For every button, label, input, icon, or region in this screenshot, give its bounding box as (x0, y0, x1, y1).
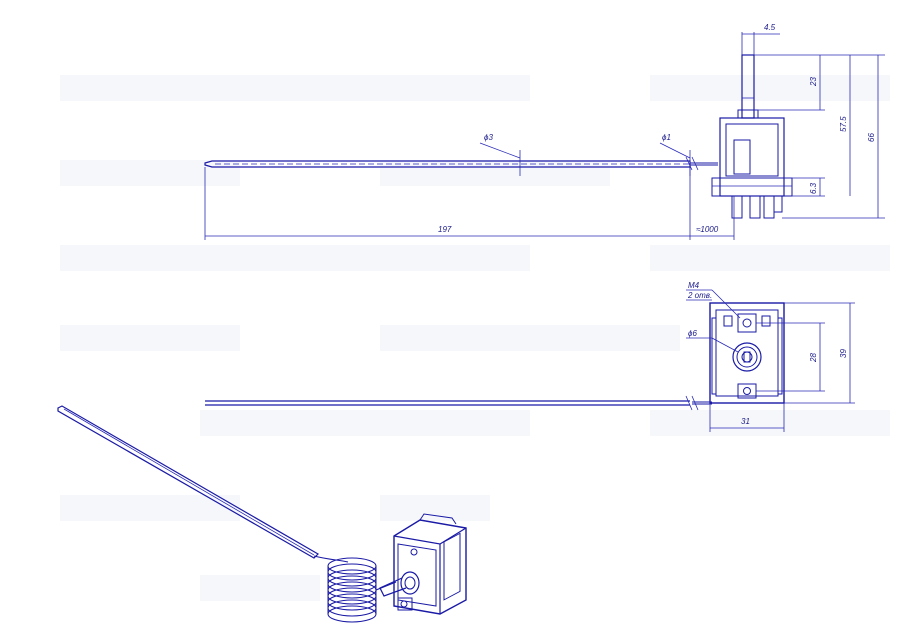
front-dimensions (686, 289, 855, 432)
capillary-coil (327, 557, 397, 623)
dim-holes: 2 отв. (687, 291, 712, 300)
dim-body-height: 57.5 (839, 116, 848, 132)
side-dimensions (204, 32, 885, 240)
dim-bulb-length: 197 (438, 225, 452, 234)
dim-front-height: 39 (839, 349, 848, 358)
dim-capillary-diameter: ϕ1 (662, 133, 671, 142)
side-dimension-labels: 4.5 23 57.5 66 6.3 ϕ3 ϕ1 197 ≈1000 (438, 23, 876, 234)
dim-shaft-height: 23 (809, 77, 818, 87)
dim-front-width: 31 (741, 417, 750, 426)
isometric-view (57, 405, 467, 623)
dim-mount-spacing: 28 (809, 353, 818, 363)
dim-shaft-diameter: ϕ6 (688, 329, 697, 338)
dim-terminal-height: 6.3 (809, 182, 818, 194)
dim-total-height: 66 (867, 133, 876, 142)
iso-body (379, 513, 467, 615)
dim-shaft-width: 4.5 (764, 23, 776, 32)
front-view (205, 302, 785, 411)
dim-bulb-diameter: ϕ3 (484, 133, 493, 142)
watermark-layer (60, 75, 890, 601)
side-view (204, 54, 793, 219)
dim-capillary-length: ≈1000 (696, 225, 719, 234)
front-dimension-labels: M4 2 отв. ϕ6 28 39 31 (687, 281, 848, 426)
dim-thread: M4 (688, 281, 700, 290)
